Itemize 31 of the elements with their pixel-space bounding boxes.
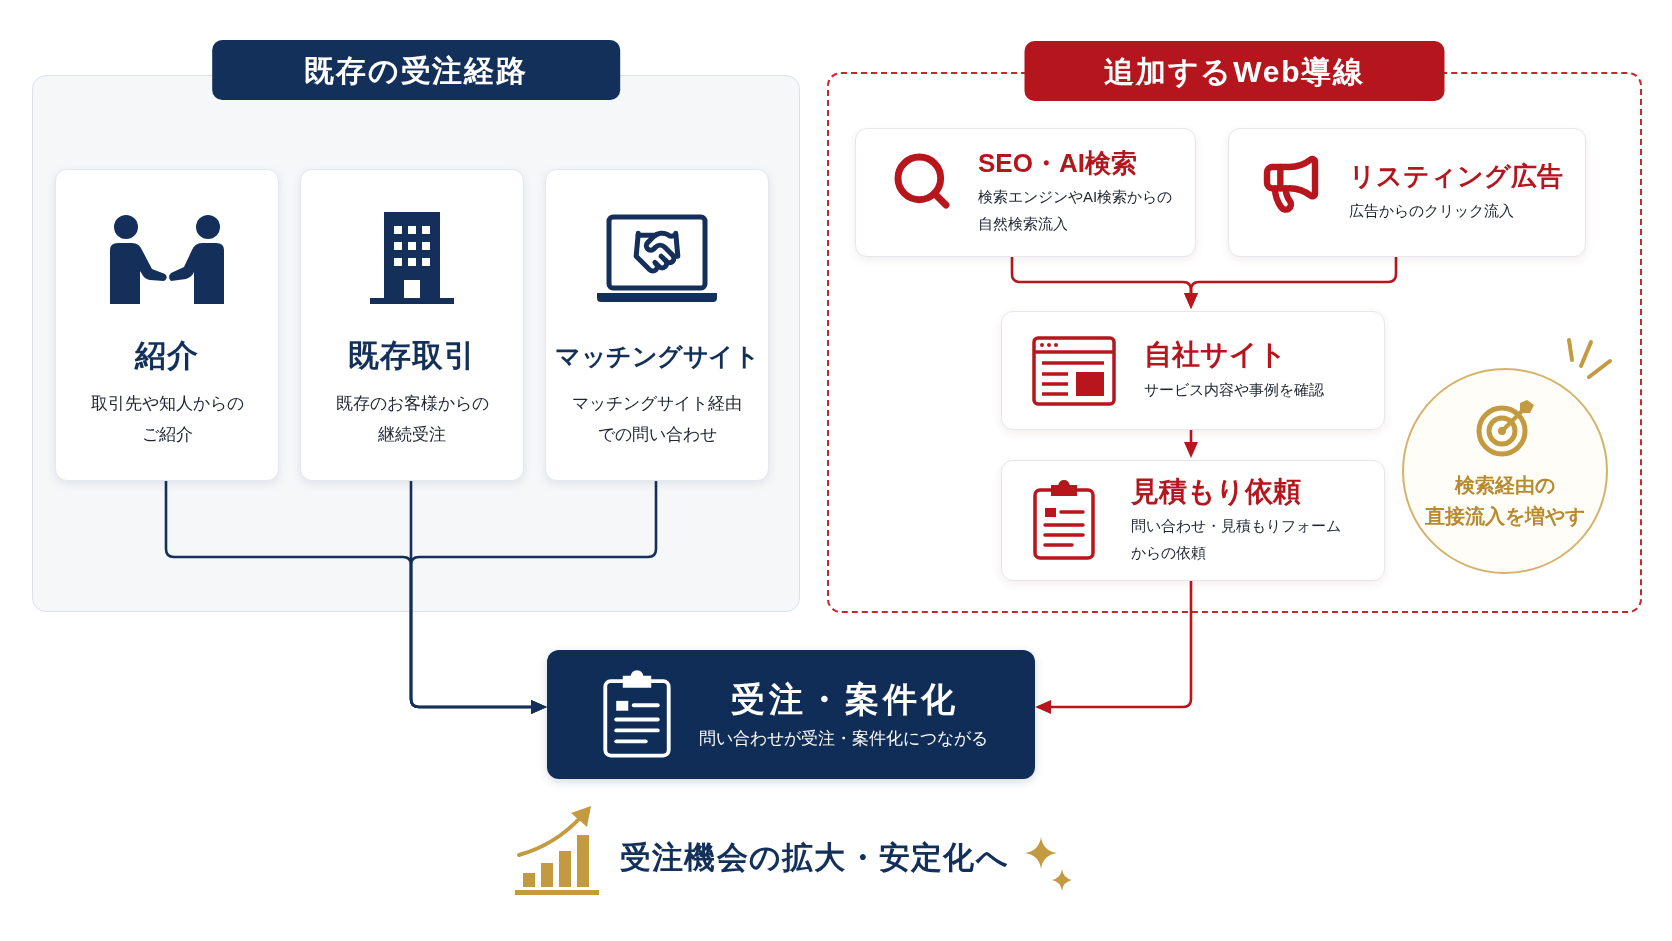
card-description: 既存のお客様からの継続受注 [335, 393, 489, 446]
card-description: サービス内容や事例を確認 [1144, 379, 1324, 400]
connector-arrow [409, 480, 658, 715]
result-title: 受注・案件化 [729, 678, 960, 720]
card-title: 自社サイト [1144, 338, 1287, 372]
card-description: 取引先や知人からのご紹介 [90, 393, 244, 446]
channel-card [1001, 460, 1385, 581]
result-box [547, 650, 1035, 779]
card-description: マッチングサイト経由での問い合わせ [572, 393, 742, 446]
result-description: 問い合わせが受注・案件化につながる [698, 727, 988, 750]
conclusion-text: 受注機会の拡大・安定化へ [620, 839, 1009, 877]
channel-card [1001, 311, 1385, 430]
connector-arrow [1183, 428, 1199, 458]
channel-card [1228, 128, 1586, 257]
card-title: 紹介 [134, 338, 200, 374]
card-description: 広告からのクリック流入 [1349, 200, 1514, 221]
channel-card [855, 128, 1196, 257]
group-heading: 追加するWeb導線 [1024, 41, 1445, 101]
channel-card [545, 169, 769, 481]
card-description: 問い合わせ・見積もりフォームからの依頼 [1131, 516, 1341, 564]
connector-arrow [1035, 579, 1193, 715]
circle-caption: 検索経由の直接流入を増やす [1424, 473, 1586, 529]
group-heading: 既存の受注経路 [212, 40, 620, 100]
card-description: 検索エンジンやAI検索からの自然検索流入 [978, 187, 1174, 235]
card-title: SEO・AI検索 [978, 147, 1137, 180]
card-title: マッチングサイト [555, 341, 759, 372]
card-title: 既存取引 [347, 338, 477, 374]
card-title: 見積もり依頼 [1131, 474, 1301, 509]
card-title: リスティング広告 [1349, 161, 1563, 193]
channel-card [55, 169, 279, 481]
channel-card [300, 169, 524, 481]
